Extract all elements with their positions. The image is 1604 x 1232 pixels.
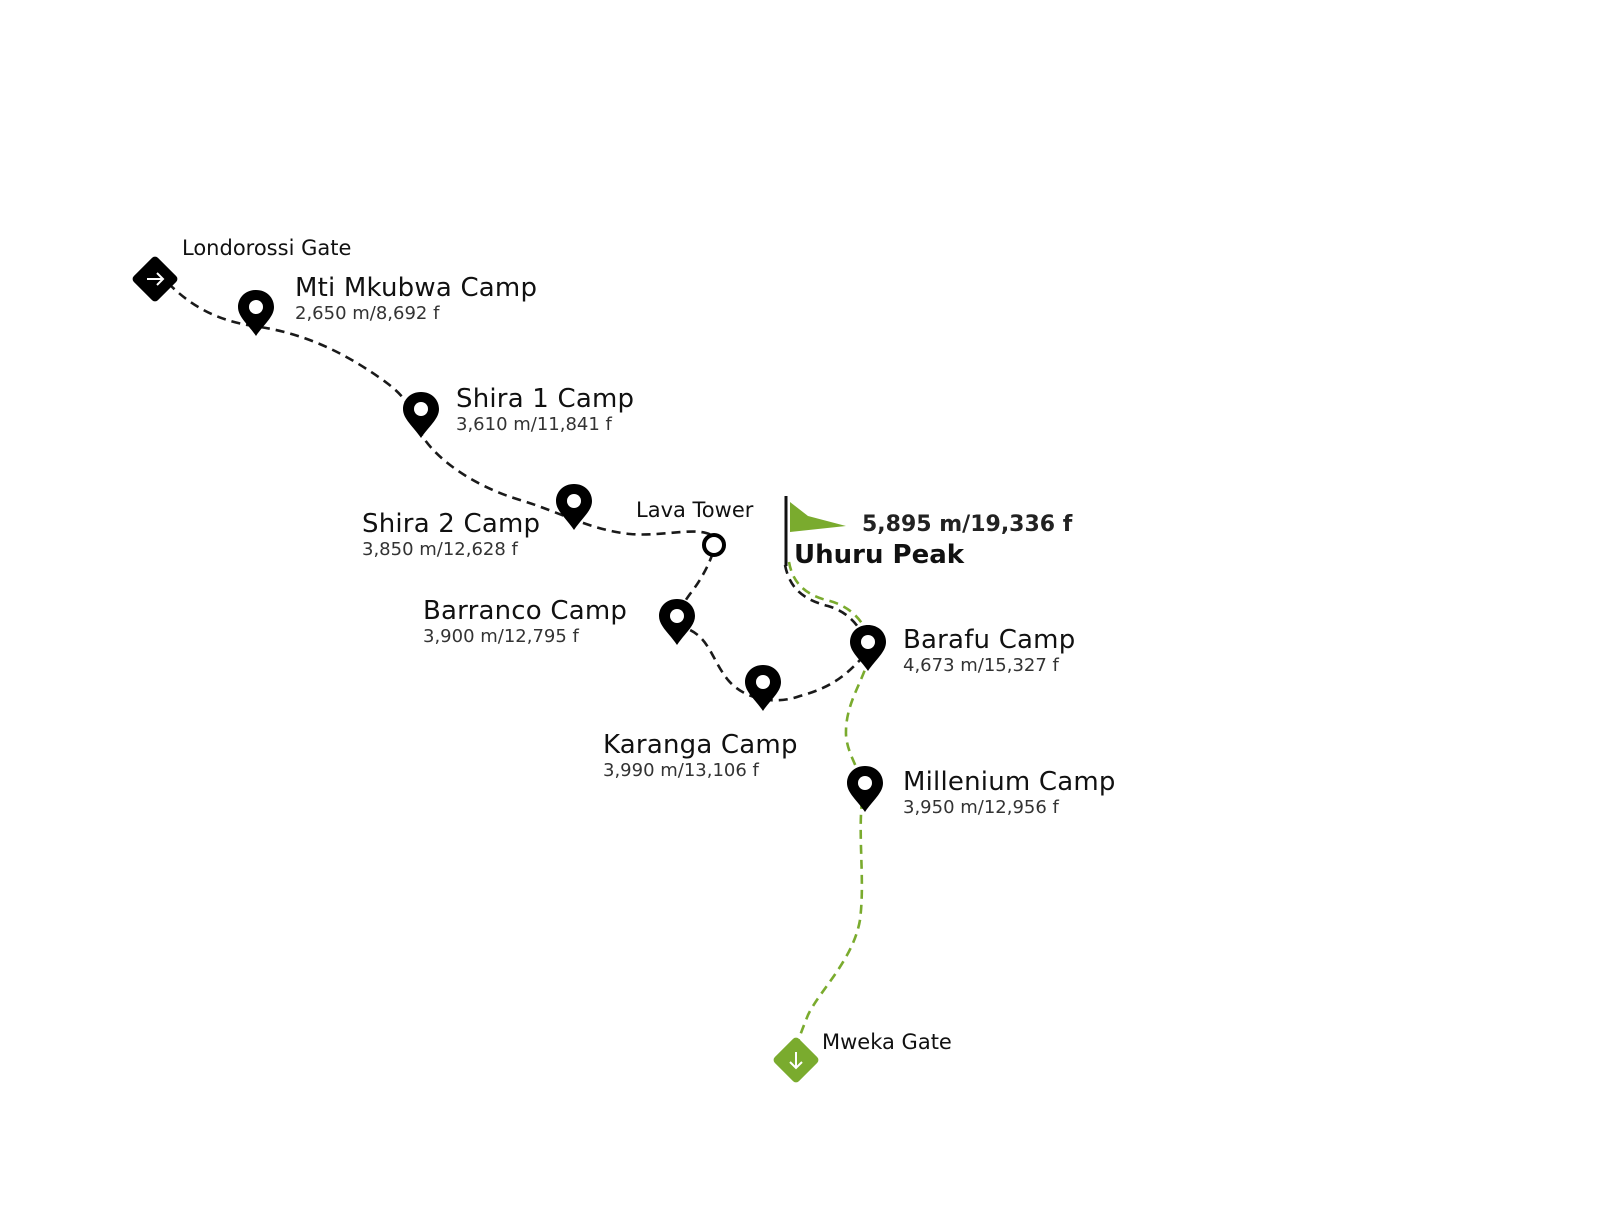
camp-label-shira-2: Shira 2 Camp 3,850 m/12,628 f (362, 509, 540, 561)
start-gate-label: Londorossi Gate (182, 236, 352, 260)
start-gate-marker (132, 256, 178, 302)
camp-name: Barafu Camp (903, 625, 1076, 655)
summit-ascent-route (783, 564, 869, 646)
camp-altitude: 4,673 m/15,327 f (903, 655, 1059, 676)
waypoint-label-lava-tower: Lava Tower (636, 498, 754, 522)
lava-tower-marker (702, 533, 726, 557)
end-gate-label: Mweka Gate (822, 1030, 952, 1054)
end-gate-marker (773, 1037, 819, 1083)
camp-label-barranco: Barranco Camp 3,900 m/12,795 f (423, 596, 627, 648)
camp-name: Shira 1 Camp (456, 384, 635, 414)
summit-name: Uhuru Peak (794, 540, 965, 570)
camp-name: Shira 2 Camp (362, 509, 541, 539)
camp-name: Barranco Camp (423, 596, 628, 626)
camp-label-shira-1: Shira 1 Camp 3,610 m/11,841 f (456, 384, 634, 436)
camp-altitude: 3,850 m/12,628 f (362, 539, 518, 560)
camp-altitude: 3,950 m/12,956 f (903, 797, 1059, 818)
pin-icon (850, 625, 886, 671)
camp-altitude: 3,990 m/13,106 f (603, 760, 759, 781)
camp-name: Millenium Camp (903, 767, 1116, 797)
pin-icon (403, 392, 439, 438)
pin-icon (659, 599, 695, 645)
arrow-down-icon (789, 1052, 803, 1070)
camp-name: Karanga Camp (603, 730, 798, 760)
pin-icon (847, 766, 883, 812)
summit-altitude: 5,895 m/19,336 f (862, 512, 1073, 537)
camp-altitude: 3,610 m/11,841 f (456, 414, 612, 435)
camp-altitude: 2,650 m/8,692 f (295, 303, 440, 324)
camp-label-barafu: Barafu Camp 4,673 m/15,327 f (903, 625, 1075, 677)
pin-icon (745, 665, 781, 711)
camp-label-mti-mkubwa: Mti Mkubwa Camp 2,650 m/8,692 f (295, 273, 537, 325)
camp-label-karanga: Karanga Camp 3,990 m/13,106 f (603, 730, 798, 782)
arrow-right-icon (147, 272, 165, 286)
camp-label-millenium: Millenium Camp 3,950 m/12,956 f (903, 767, 1116, 819)
ascent-route (167, 282, 861, 702)
camp-name: Mti Mkubwa Camp (295, 273, 538, 303)
flag-icon (784, 496, 846, 566)
camp-altitude: 3,900 m/12,795 f (423, 626, 579, 647)
